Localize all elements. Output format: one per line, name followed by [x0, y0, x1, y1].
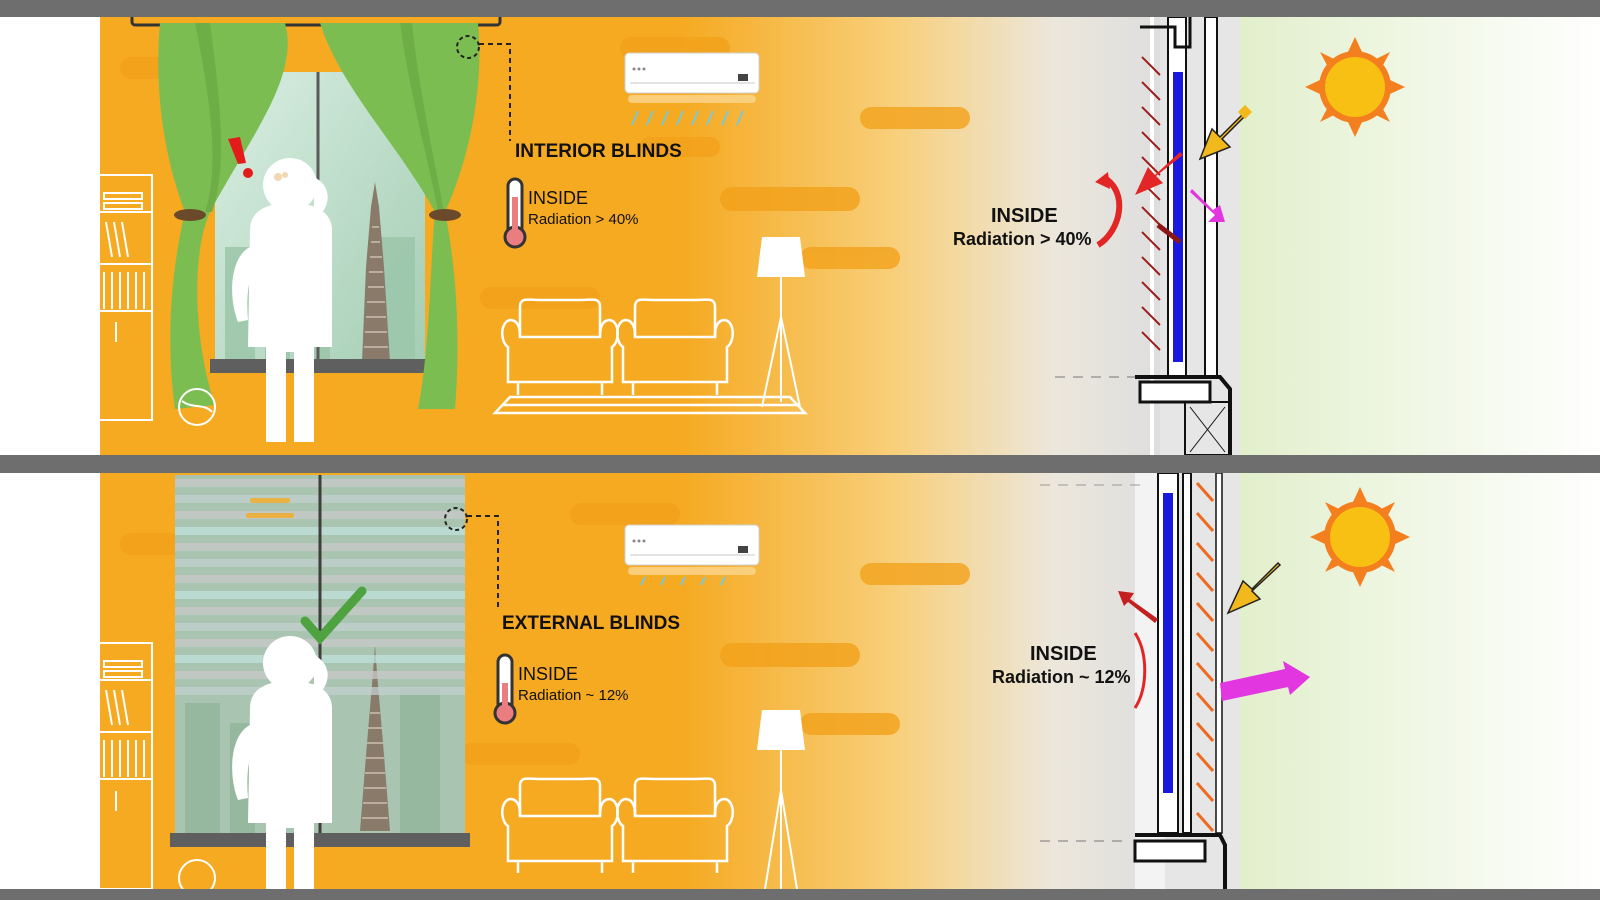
thermometer-radiation-label: Radiation ~ 12%: [518, 687, 629, 704]
reflected-radiation-arrow-icon: [1118, 591, 1310, 701]
air-conditioner-icon: [624, 52, 760, 126]
sun-icon: [1310, 487, 1410, 587]
floor-lamp-icon: [757, 710, 805, 889]
external-blinds-panel: EXTERNAL BLINDS INSIDE Radiation ~ 12% I…: [100, 473, 1600, 889]
bookshelf-icon: [100, 642, 153, 889]
person-worried-icon: [232, 158, 332, 442]
interior-blinds-panel: INTERIOR BLINDS INSIDE Radiation > 40% I…: [100, 17, 1600, 455]
thermometer-icon: [503, 177, 527, 249]
bottom-frame-bar: [0, 889, 1600, 900]
exclamation-icon: [228, 137, 253, 178]
window-section-drawing: [1040, 473, 1227, 889]
section-inside-label: INSIDE: [991, 205, 1058, 227]
curtain-icon: [158, 23, 480, 409]
external-blinds-title: EXTERNAL BLINDS: [502, 613, 681, 634]
section-radiation-label: Radiation ~ 12%: [992, 667, 1131, 687]
thermometer-radiation-label: Radiation > 40%: [528, 211, 639, 228]
thermometer-icon: [493, 653, 517, 725]
checkmark-icon: [300, 586, 367, 645]
interior-blinds-title: INTERIOR BLINDS: [515, 141, 682, 162]
window-section-drawing: [1055, 17, 1232, 455]
armchair-icon: [501, 777, 734, 873]
external-blinds-illustration: [100, 473, 1600, 889]
air-conditioner-icon: [624, 524, 760, 586]
sun-icon: [1305, 37, 1405, 137]
middle-frame-bar: [0, 455, 1600, 473]
incoming-radiation-arrow-icon: [1198, 104, 1253, 161]
reflected-radiation-arrow-icon: [1135, 152, 1225, 244]
person-ok-icon: [232, 636, 332, 889]
interior-blinds-illustration: [100, 17, 1600, 455]
floor-lamp-icon: [757, 237, 805, 408]
top-frame-bar: [0, 0, 1600, 17]
bookshelf-icon: [100, 174, 153, 421]
thermometer-inside-label: INSIDE: [528, 188, 589, 208]
armchair-icon: [492, 298, 808, 415]
section-radiation-label: Radiation > 40%: [953, 229, 1092, 249]
thermometer-inside-label: INSIDE: [518, 664, 579, 684]
incoming-radiation-arrow-icon: [1226, 561, 1282, 615]
section-inside-label: INSIDE: [1030, 643, 1097, 665]
